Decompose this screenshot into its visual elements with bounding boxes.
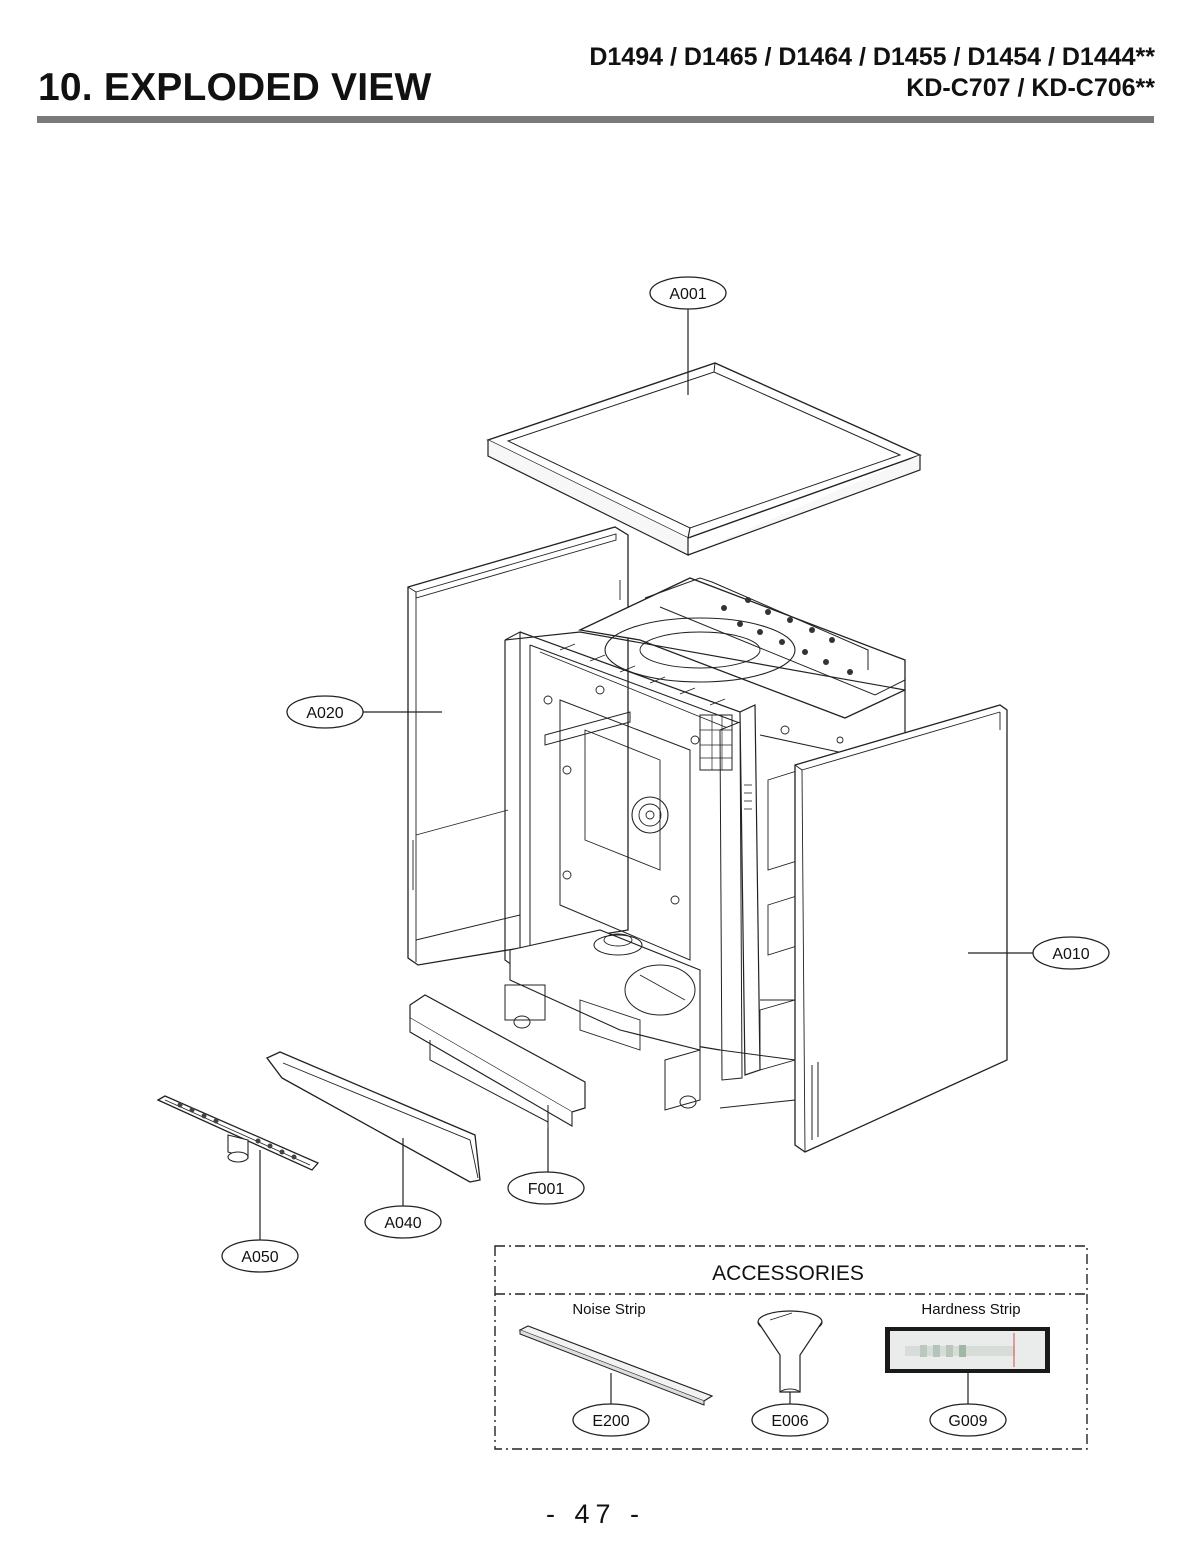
callout-a050: A050: [221, 1150, 299, 1273]
accessories-title: ACCESSORIES: [712, 1262, 864, 1285]
tub-frame: [504, 577, 906, 1111]
label-e200: E200: [592, 1413, 629, 1430]
model-line-1: D1494 / D1465 / D1464 / D1455 / D1454 / …: [589, 43, 1155, 71]
callout-e200: E200: [572, 1373, 650, 1437]
label-g009: G009: [948, 1413, 987, 1430]
page-title: 10. EXPLODED VIEW: [38, 66, 432, 109]
top-plate: [486, 362, 922, 556]
noise-strip-label: Noise Strip: [572, 1301, 645, 1318]
hardness-strip: [885, 1327, 1050, 1373]
callout-f001: F001: [507, 1128, 585, 1205]
callout-e006: E006: [751, 1392, 829, 1437]
label-e006: E006: [771, 1413, 808, 1430]
label-f001: F001: [528, 1181, 565, 1198]
hardness-strip-label: Hardness Strip: [921, 1301, 1020, 1318]
spray-arm: [156, 1095, 320, 1171]
right-side-panel: [794, 704, 1008, 1153]
callout-a020: A020: [286, 695, 442, 729]
accessories-box: ACCESSORIES Noise Strip Hardness Strip: [494, 1245, 1088, 1450]
callout-a040: A040: [364, 1138, 442, 1239]
label-a040: A040: [384, 1215, 421, 1232]
header-rule: [37, 116, 1154, 123]
label-a001: A001: [669, 286, 706, 303]
page-number: - 47 -: [545, 1499, 646, 1529]
label-a020: A020: [306, 705, 343, 722]
noise-strip: [518, 1325, 714, 1406]
model-line-2: KD-C707 / KD-C706**: [906, 74, 1155, 102]
callout-a010: A010: [968, 936, 1110, 970]
front-bracket: [409, 994, 586, 1128]
label-a050: A050: [241, 1249, 278, 1266]
callout-a001: A001: [649, 276, 727, 395]
left-side-panel: [407, 526, 629, 966]
label-a010: A010: [1052, 946, 1089, 963]
funnel: [757, 1310, 823, 1393]
model-list: D1494 / D1465 / D1464 / D1455 / D1454 / …: [589, 42, 1155, 104]
callout-g009: G009: [929, 1373, 1007, 1437]
kickplate: [265, 1051, 481, 1183]
